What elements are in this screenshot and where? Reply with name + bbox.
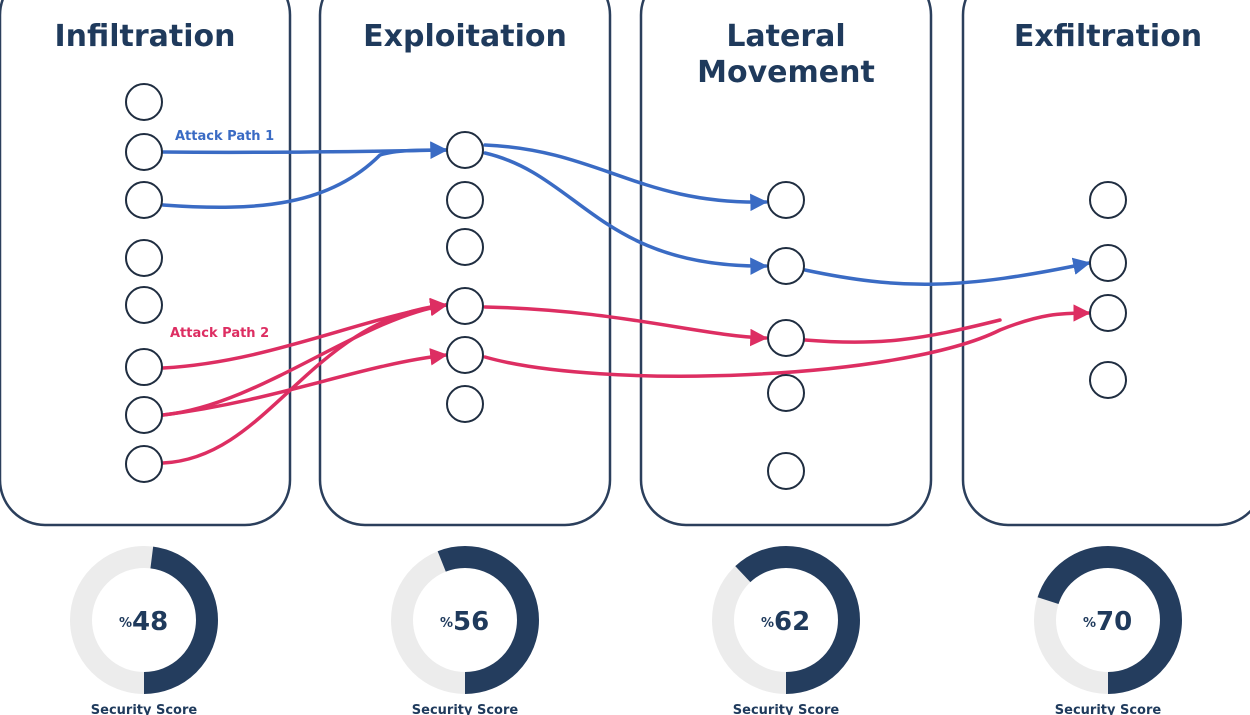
node bbox=[1089, 294, 1127, 332]
gauge-fill-arc bbox=[391, 546, 539, 694]
node bbox=[446, 385, 484, 423]
node bbox=[125, 348, 163, 386]
node bbox=[446, 228, 484, 266]
attack-path-1 bbox=[161, 141, 1091, 286]
node bbox=[767, 247, 805, 285]
gauge-caption: Security Score bbox=[91, 703, 198, 715]
node bbox=[767, 374, 805, 412]
node bbox=[125, 445, 163, 483]
node bbox=[125, 181, 163, 219]
gauge-caption: Security Score bbox=[733, 703, 840, 715]
node bbox=[1089, 361, 1127, 399]
gauge-percent-sign: % bbox=[119, 616, 132, 631]
node bbox=[446, 287, 484, 325]
gauge-fill-arc bbox=[70, 546, 218, 694]
attack-path-2 bbox=[161, 297, 1091, 465]
path2-edge-d bbox=[161, 348, 448, 417]
gauge-percent-sign: % bbox=[1083, 616, 1096, 631]
gauge-caption: Security Score bbox=[1055, 703, 1162, 715]
gauge-fill-arc bbox=[1034, 546, 1182, 694]
panel-title-exfiltration: Exfiltration bbox=[1014, 19, 1202, 54]
node bbox=[767, 319, 805, 357]
node bbox=[125, 239, 163, 277]
gauge-value: 56 bbox=[453, 607, 489, 637]
node bbox=[1089, 181, 1127, 219]
node bbox=[125, 83, 163, 121]
path2-edge-g bbox=[803, 318, 1002, 344]
gauge-percent-sign: % bbox=[761, 616, 774, 631]
gauge-percent-sign: % bbox=[440, 616, 453, 631]
node bbox=[1089, 244, 1127, 282]
node bbox=[446, 181, 484, 219]
nodes-exfiltration bbox=[1089, 181, 1127, 399]
path1-edge-b bbox=[161, 141, 448, 210]
path2-edge-e bbox=[483, 305, 768, 347]
node bbox=[767, 181, 805, 219]
node bbox=[125, 133, 163, 171]
gauge-value: 70 bbox=[1096, 607, 1132, 637]
gauge-value: 48 bbox=[132, 607, 168, 637]
gauge-fill-arc bbox=[712, 546, 860, 694]
panel-title-lateral-line1: Lateral bbox=[726, 19, 845, 54]
node bbox=[125, 396, 163, 434]
path2-edge-f bbox=[483, 304, 1091, 378]
attack-path-1-label: Attack Path 1 bbox=[175, 129, 274, 144]
path2-edge-c bbox=[161, 297, 448, 465]
panel-title-lateral-line2: Movement bbox=[697, 55, 875, 90]
attack-path-2-label: Attack Path 2 bbox=[170, 326, 269, 341]
nodes-infiltration bbox=[125, 83, 163, 483]
path2-edge-b bbox=[161, 298, 448, 417]
path1-edge-e bbox=[803, 257, 1091, 286]
gauge-caption: Security Score bbox=[412, 703, 519, 715]
nodes-exploitation bbox=[446, 131, 484, 423]
node bbox=[446, 336, 484, 374]
node bbox=[767, 452, 805, 490]
nodes-lateral-movement bbox=[767, 181, 805, 490]
node bbox=[125, 286, 163, 324]
node bbox=[446, 131, 484, 169]
panel-title-exploitation: Exploitation bbox=[363, 19, 567, 54]
path1-edge-d bbox=[483, 151, 768, 275]
panel-title-infiltration: Infiltration bbox=[54, 19, 235, 54]
gauge-value: 62 bbox=[774, 607, 810, 637]
path1-edge-c bbox=[483, 143, 768, 212]
